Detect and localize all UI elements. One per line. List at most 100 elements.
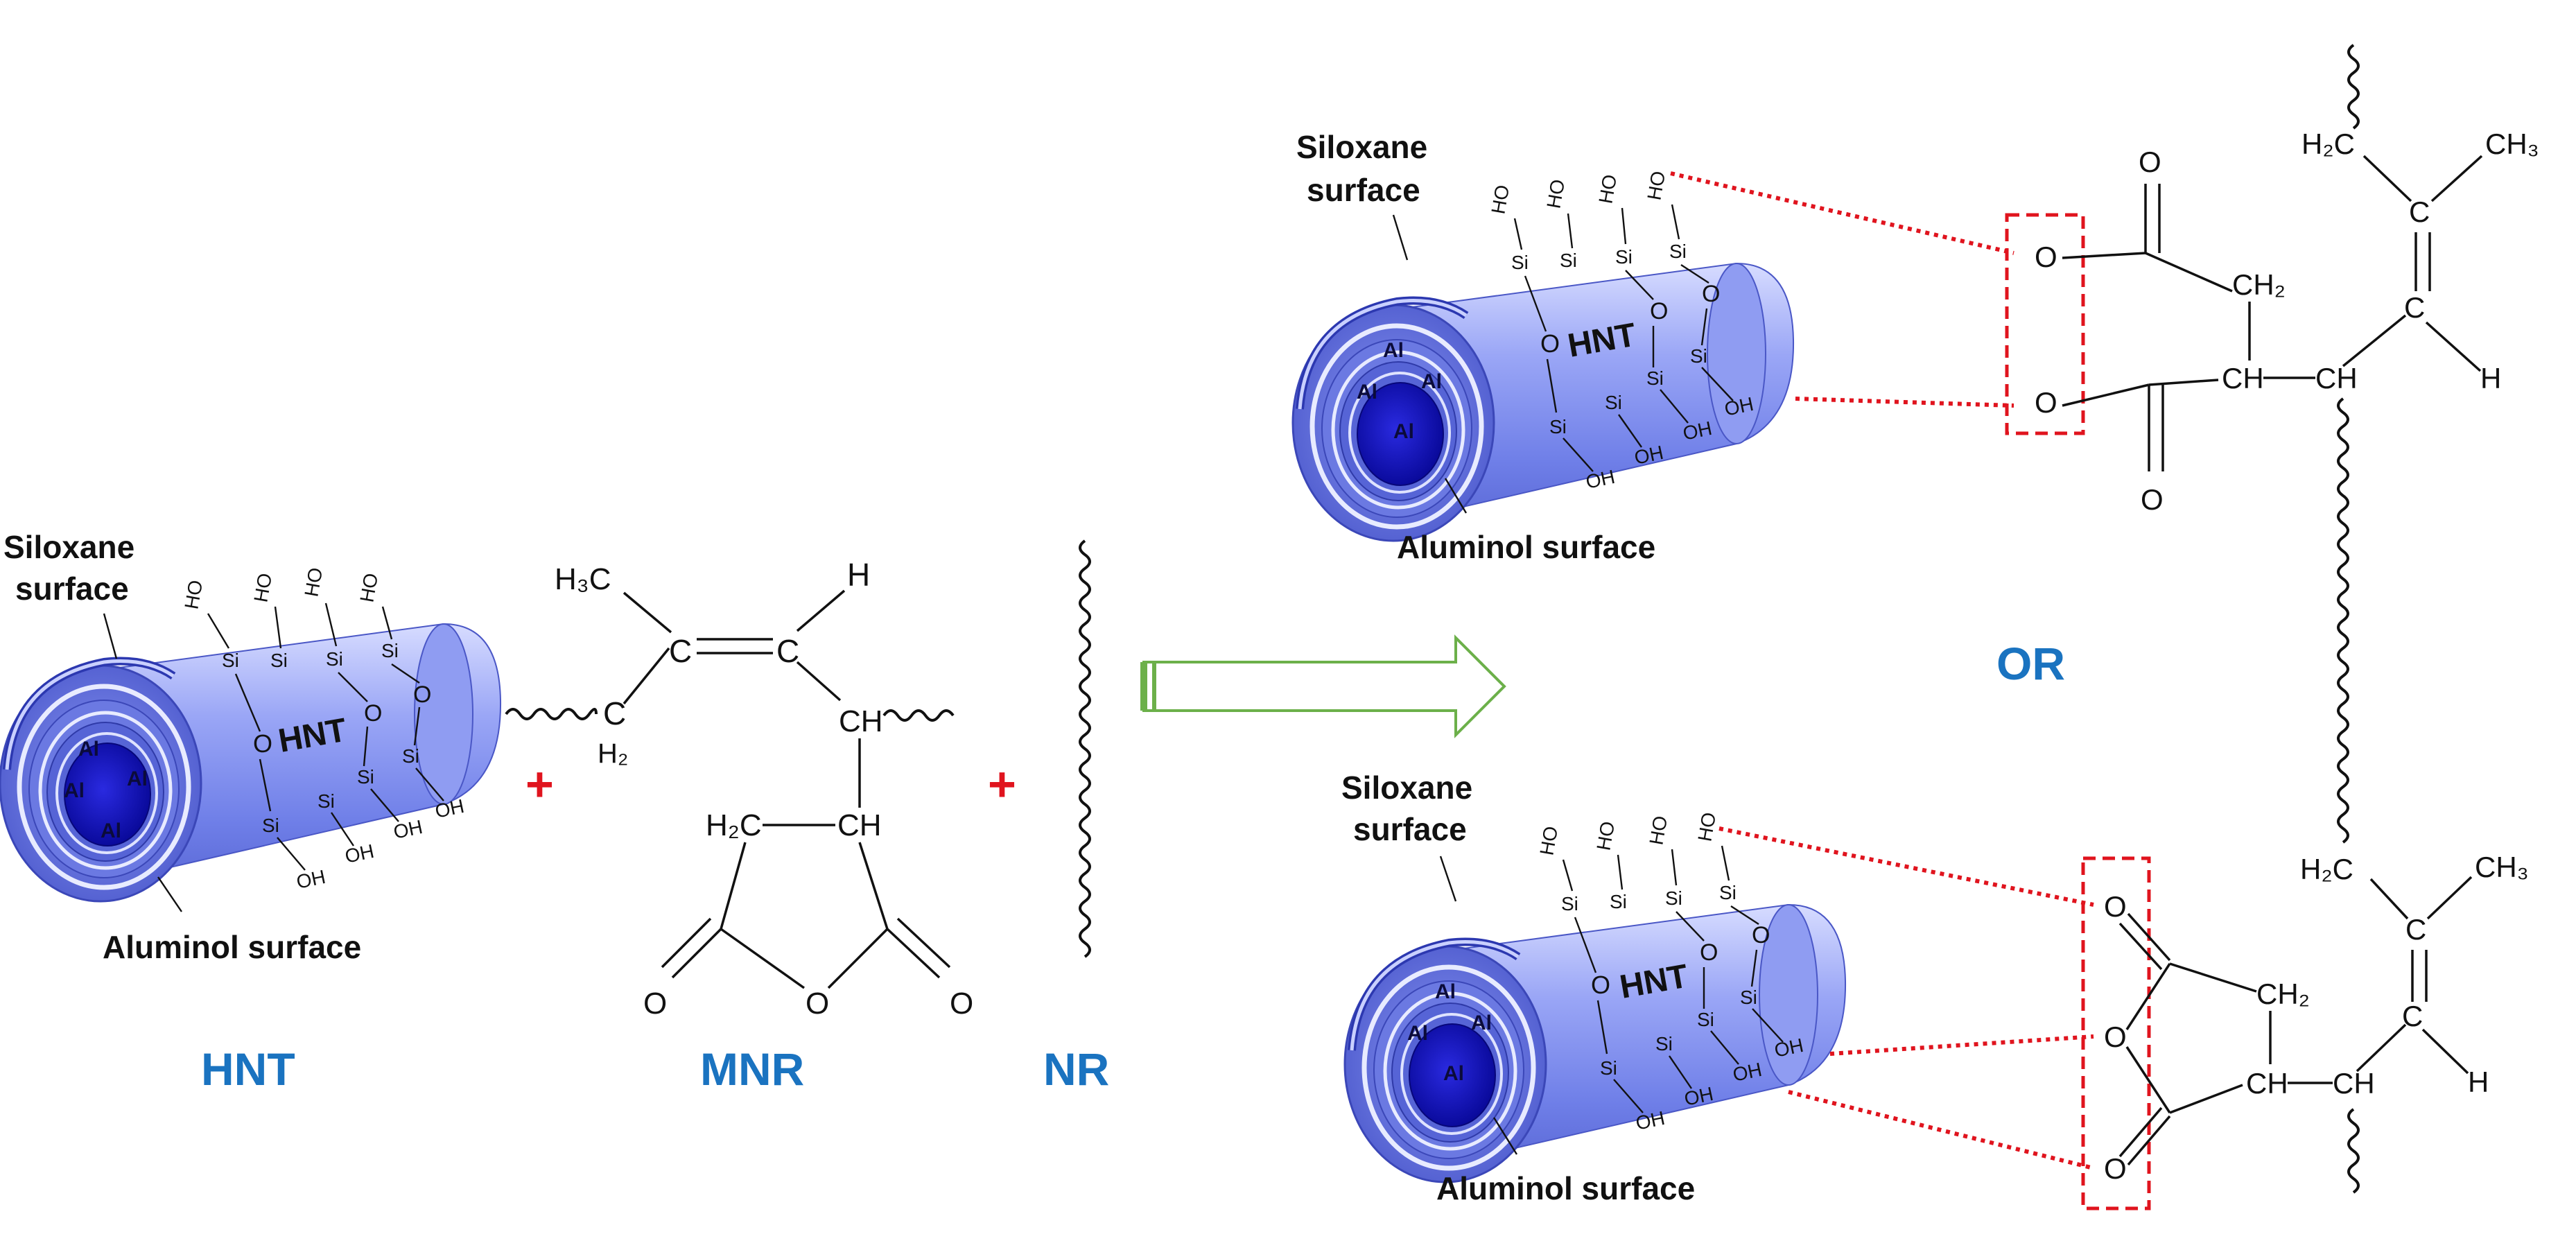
aluminol-pointer <box>1444 478 1468 514</box>
svg-text:CH₂: CH₂ <box>2232 268 2286 301</box>
svg-text:CH₂: CH₂ <box>2256 978 2310 1010</box>
svg-text:C: C <box>669 633 692 669</box>
al-label: Al <box>1471 1012 1492 1034</box>
al-label: Al <box>78 738 99 761</box>
svg-text:O: O <box>643 987 667 1021</box>
hnt-caption: HNT <box>201 1043 295 1095</box>
svg-text:Si: Si <box>1600 1057 1617 1079</box>
svg-text:H₂C: H₂C <box>2301 128 2355 160</box>
al-label: Al <box>64 779 85 802</box>
svg-text:HO: HO <box>300 566 327 598</box>
hnt-left-group: Al Al Al Al HNT HO HO HO HO Si Si Si Si … <box>0 529 501 1095</box>
aluminol-pointer <box>1492 1117 1518 1155</box>
nr-chain <box>1079 539 1091 958</box>
svg-text:C: C <box>603 695 626 731</box>
silanol-groups: HO HO HO HO Si Si Si Si O O O Si Si Si S… <box>180 566 466 893</box>
svg-text:Si: Si <box>1610 891 1627 912</box>
hnt-top-right-group: Al Al Al Al HNT HO HO HO HO Si Si Si Si … <box>1293 129 1793 565</box>
siloxane-pointer <box>103 613 118 659</box>
svg-text:Si: Si <box>326 648 343 670</box>
svg-text:HO: HO <box>356 571 382 604</box>
svg-text:Si: Si <box>1669 241 1687 262</box>
nr-chain-link <box>2337 397 2349 844</box>
svg-text:O: O <box>950 987 973 1021</box>
wavy-bond <box>882 709 955 722</box>
al-label: Al <box>1357 381 1377 403</box>
mnr-caption: MNR <box>700 1043 804 1095</box>
svg-text:Si: Si <box>1560 250 1577 271</box>
hnt-tube-icon <box>0 624 501 901</box>
siloxane-label: Siloxane <box>1341 770 1472 806</box>
svg-text:Si: Si <box>317 790 335 812</box>
svg-text:H₂C: H₂C <box>2300 853 2353 885</box>
svg-text:O: O <box>2104 890 2127 923</box>
svg-text:H: H <box>2480 362 2501 394</box>
svg-text:O: O <box>364 700 382 727</box>
svg-text:CH₃: CH₃ <box>2475 851 2529 883</box>
svg-text:H: H <box>2468 1066 2489 1098</box>
svg-text:CH: CH <box>2246 1067 2288 1100</box>
svg-text:O: O <box>1700 939 1718 966</box>
al-label: Al <box>101 819 121 842</box>
svg-text:O: O <box>1650 298 1668 324</box>
svg-text:Si: Si <box>1719 882 1737 903</box>
svg-text:CH: CH <box>2222 362 2264 394</box>
svg-text:Si: Si <box>1655 1033 1673 1055</box>
or-caption: OR <box>1996 638 2065 689</box>
svg-text:Si: Si <box>1605 392 1622 413</box>
svg-text:H: H <box>847 557 870 593</box>
svg-text:Si: Si <box>270 650 288 671</box>
svg-text:Si: Si <box>357 766 374 788</box>
h-bond-dotted <box>1788 1090 2094 1170</box>
svg-text:C: C <box>2404 291 2425 324</box>
h-bond-dotted <box>1670 171 2014 255</box>
silanol-bonds <box>207 602 444 871</box>
siloxane-pointer <box>1392 214 1409 261</box>
plus-sign: + <box>988 757 1016 811</box>
svg-text:O: O <box>413 682 431 708</box>
h-bond-dotted <box>1718 826 2094 907</box>
carbonyl-highlight-box <box>2005 213 2085 435</box>
svg-text:HO: HO <box>250 571 276 604</box>
svg-text:Si: Si <box>1549 416 1567 437</box>
svg-text:Si: Si <box>1511 252 1529 273</box>
mnr-structure: C H₂ C H₃C C H CH CH H₂C O O O <box>505 557 973 1021</box>
svg-text:HO: HO <box>1592 819 1619 852</box>
svg-text:H₃C: H₃C <box>555 562 611 596</box>
siloxane-pointer <box>1439 856 1457 902</box>
nr-caption: NR <box>1043 1043 1109 1095</box>
svg-text:O: O <box>806 987 829 1021</box>
or-bottom-structure: O O O CH₂ CH CH C H C H₂C CH₃ <box>1718 826 2529 1210</box>
svg-text:CH: CH <box>839 704 883 738</box>
reaction-arrow <box>1140 634 1506 738</box>
aluminol-label: Aluminol surface <box>103 929 361 965</box>
svg-text:O: O <box>2104 1152 2127 1185</box>
svg-text:O: O <box>2139 146 2161 178</box>
h-bond-dotted <box>1829 1034 2094 1056</box>
al-label: Al <box>1407 1022 1428 1045</box>
svg-text:O: O <box>253 729 272 758</box>
svg-text:Si: Si <box>1665 887 1682 909</box>
al-label: Al <box>1435 980 1456 1003</box>
or-top-structure: O O O CH₂ CH O CH C H C H₂C CH₃ <box>1670 44 2539 844</box>
al-label: Al <box>1383 339 1404 362</box>
svg-text:O: O <box>1540 329 1560 358</box>
svg-text:Si: Si <box>262 815 279 836</box>
aluminol-label: Aluminol surface <box>1436 1170 1695 1206</box>
svg-text:CH₃: CH₃ <box>2485 128 2539 160</box>
siloxane-label: surface <box>1307 172 1420 208</box>
svg-text:HO: HO <box>180 578 207 611</box>
svg-text:C: C <box>2402 1000 2423 1032</box>
svg-text:O: O <box>1591 971 1610 999</box>
svg-text:Si: Si <box>402 745 419 767</box>
al-label: Al <box>1421 370 1442 393</box>
svg-text:CH: CH <box>837 808 882 842</box>
svg-text:H₂C: H₂C <box>706 808 762 842</box>
svg-text:CH: CH <box>2333 1067 2375 1100</box>
anhydride-highlight-box <box>2081 856 2151 1210</box>
svg-text:Si: Si <box>222 650 239 671</box>
siloxane-label: surface <box>15 571 129 607</box>
svg-text:C: C <box>776 633 799 669</box>
svg-text:O: O <box>1752 922 1770 948</box>
siloxane-label: Siloxane <box>3 529 134 565</box>
